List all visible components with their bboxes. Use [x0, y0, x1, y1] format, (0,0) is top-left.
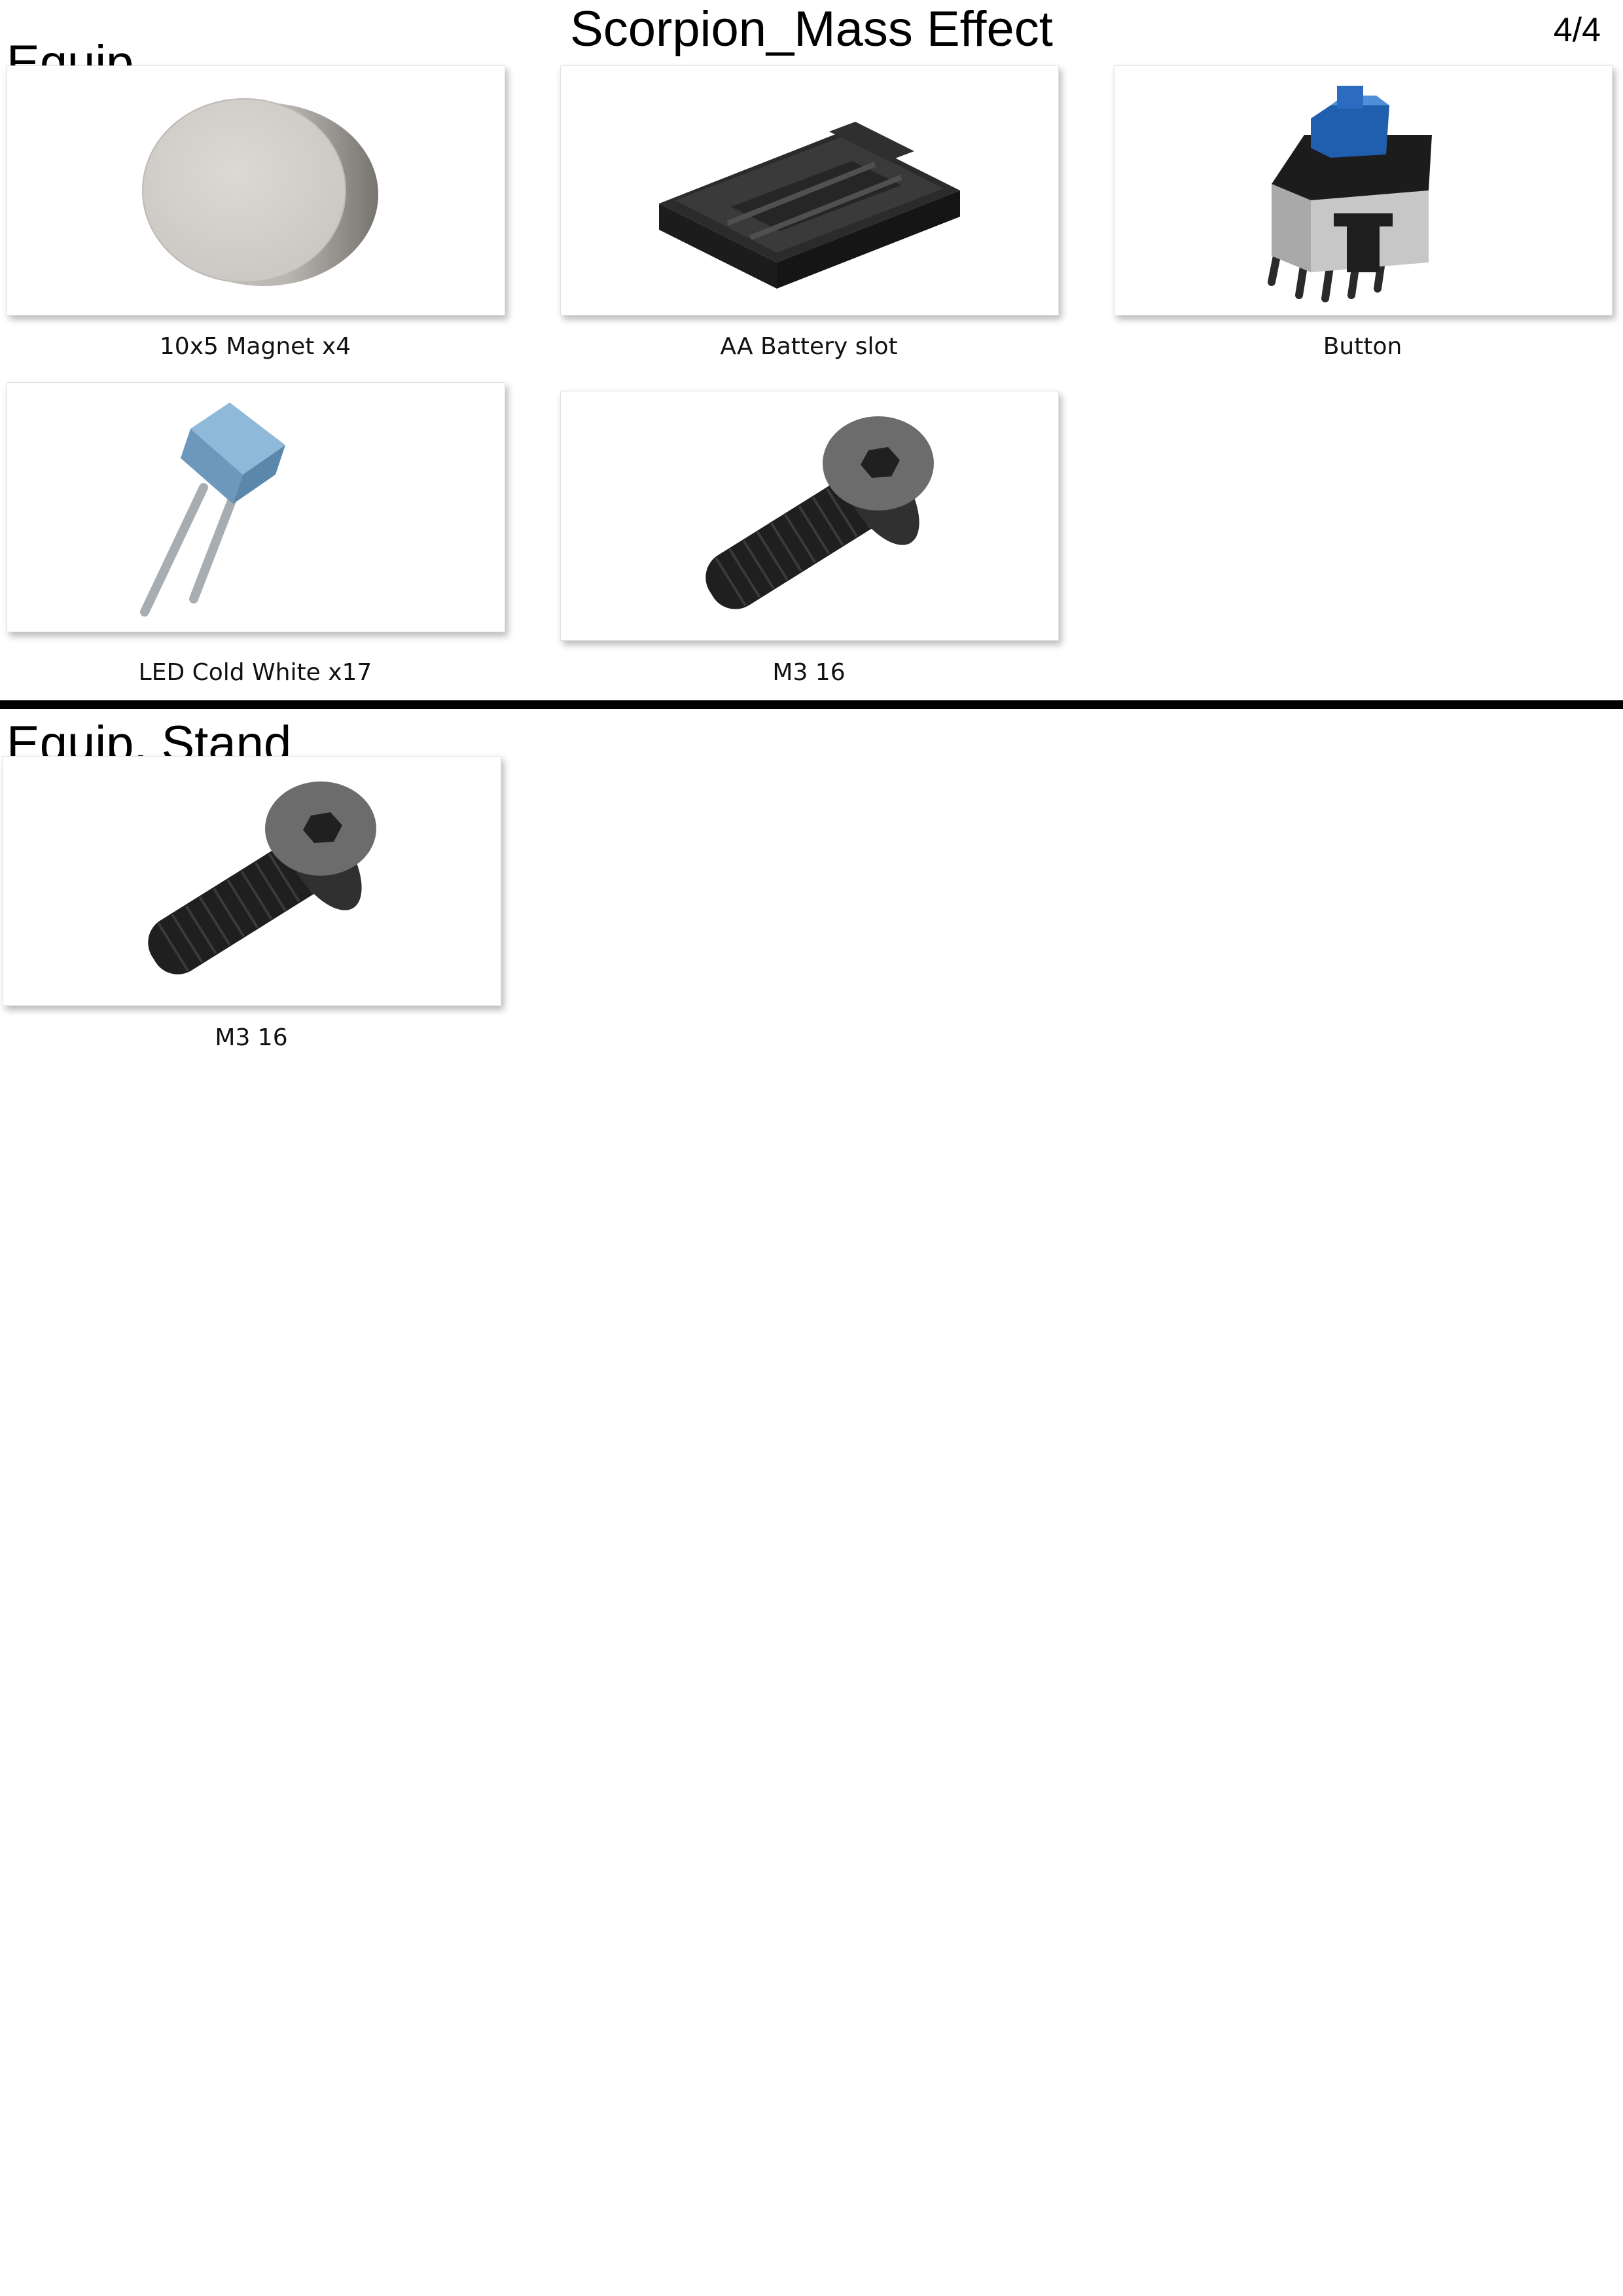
battery-holder-icon [659, 122, 960, 289]
page-number: 4/4 [1553, 11, 1601, 49]
part-tile-screw [560, 391, 1059, 641]
screw-icon [148, 781, 376, 975]
part-label-magnet: 10x5 Magnet x4 [159, 333, 351, 360]
part-tile-battery-slot [560, 65, 1059, 315]
part-tile-button [1114, 65, 1613, 315]
section-divider [0, 700, 1623, 709]
led-icon [140, 403, 285, 617]
part-tile-magnet [7, 65, 505, 315]
screw-icon [705, 416, 934, 609]
part-label-screw: M3 16 [772, 659, 846, 686]
part-label-led: LED Cold White x17 [138, 659, 372, 686]
part-tile-led [7, 382, 505, 632]
part-tile-screw-stand [3, 756, 501, 1006]
part-label-button: Button [1323, 333, 1402, 360]
magnet-icon [142, 98, 378, 286]
part-label-battery-slot: AA Battery slot [720, 333, 898, 360]
page-title: Scorpion_Mass Effect [570, 1, 1053, 57]
push-button-icon [1268, 86, 1432, 302]
part-label-screw-stand: M3 16 [215, 1024, 288, 1051]
